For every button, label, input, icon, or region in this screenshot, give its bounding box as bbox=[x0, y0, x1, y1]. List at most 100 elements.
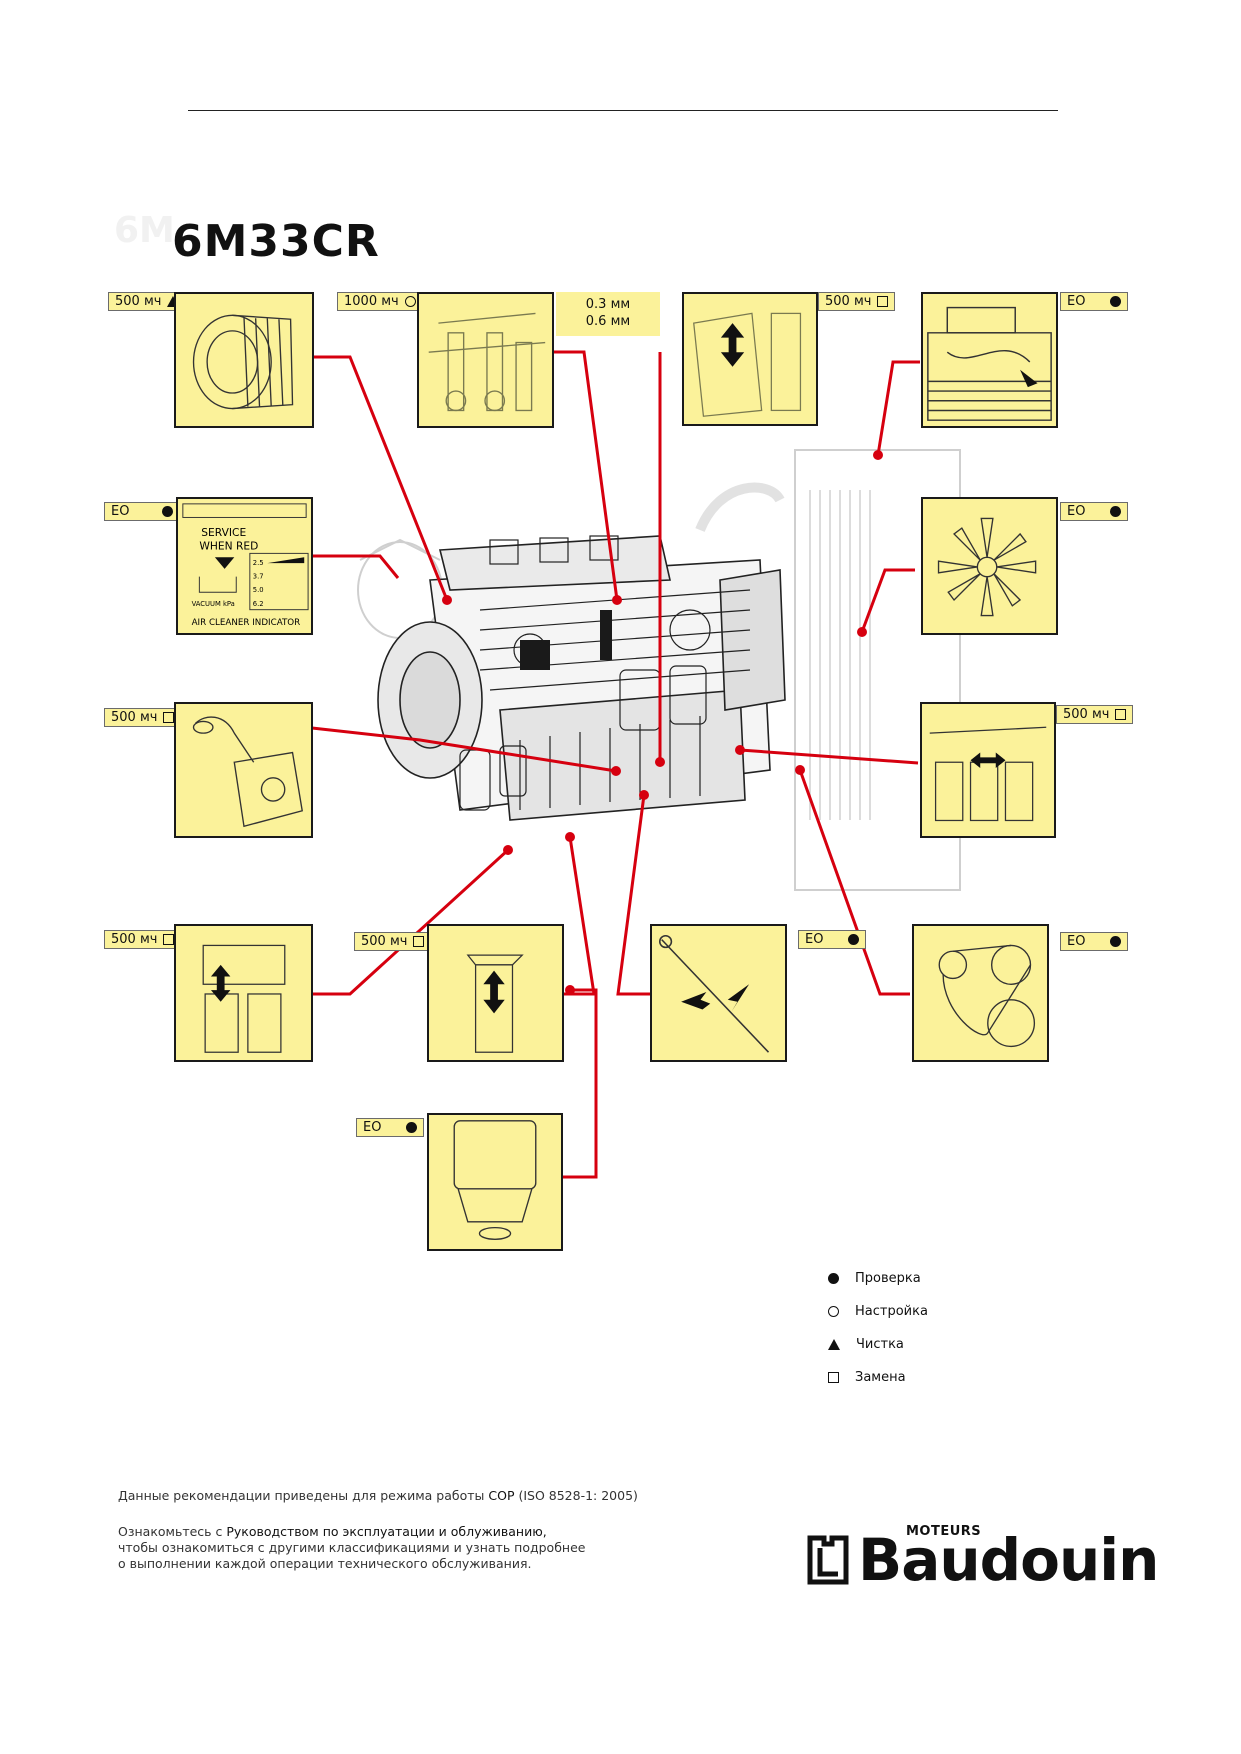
replace-icon bbox=[877, 296, 889, 307]
adjust-icon bbox=[828, 1306, 839, 1317]
interval-label: 500 мч bbox=[111, 932, 158, 947]
panel-valve-clearance bbox=[417, 292, 554, 428]
fan-illustration bbox=[937, 517, 1037, 617]
logo-brand: Baudouin bbox=[858, 1526, 1159, 1594]
tag-belt-tensioner: 500 мч bbox=[818, 292, 896, 311]
tag-fuel-filter: 500 мч bbox=[354, 932, 432, 951]
legend-item-check: Проверка bbox=[820, 1262, 928, 1295]
water-separator-illustration bbox=[453, 1120, 537, 1240]
indicator-service-text: SERVICE bbox=[201, 526, 246, 539]
adjust-icon bbox=[404, 296, 416, 307]
panel-coolant-level bbox=[921, 292, 1058, 428]
replace-icon bbox=[828, 1372, 839, 1383]
indicator-vacuum-text: VACUUM kPa bbox=[192, 600, 235, 608]
panel-drive-belt bbox=[912, 924, 1049, 1062]
breather-illustration bbox=[192, 716, 303, 828]
prefilter-illustration bbox=[202, 944, 286, 1053]
legend-label: Проверка bbox=[855, 1271, 921, 1286]
replace-icon bbox=[413, 936, 425, 947]
tag-fan: EO bbox=[1060, 502, 1128, 521]
tag-coolant-level: EO bbox=[1060, 292, 1128, 311]
scale-label: 2.5 bbox=[253, 559, 264, 567]
footer-cop: COP bbox=[488, 1488, 515, 1503]
check-icon bbox=[1110, 296, 1121, 307]
check-icon bbox=[1110, 506, 1121, 517]
interval-label: 500 мч bbox=[361, 934, 408, 949]
indicator-when-red-text: WHEN RED bbox=[199, 539, 258, 552]
scale-label: 6.2 bbox=[253, 600, 264, 608]
footer-text: (ISO 8528-1: 2005) bbox=[514, 1488, 638, 1503]
footer-operating-mode: Данные рекомендации приведены для режима… bbox=[118, 1488, 638, 1504]
panel-air-cleaner-indicator: SERVICE WHEN RED 2.5 3.7 5.0 6.2 VACUUM … bbox=[176, 497, 313, 635]
header-rule bbox=[188, 110, 1058, 111]
model-ghost-mark: 6M bbox=[114, 210, 175, 251]
tag-valve-clearance: 1000 мч bbox=[337, 292, 423, 311]
check-icon bbox=[1110, 936, 1121, 947]
air-filter-illustration bbox=[192, 314, 294, 410]
dipstick-illustration bbox=[658, 934, 770, 1053]
legend-label: Настройка bbox=[855, 1304, 928, 1319]
legend-label: Замена bbox=[855, 1370, 906, 1385]
panel-fuel-filter bbox=[427, 924, 564, 1062]
check-icon bbox=[848, 934, 859, 945]
panel-oil-dipstick bbox=[650, 924, 787, 1062]
interval-label: 500 мч bbox=[115, 294, 162, 309]
tag-water-separator: EO bbox=[356, 1118, 424, 1137]
interval-label: 500 мч bbox=[825, 294, 872, 309]
clean-icon bbox=[828, 1339, 840, 1350]
tag-fuel-prefilters: 500 мч bbox=[104, 930, 182, 949]
footer-text: чтобы ознакомиться с другими классификац… bbox=[118, 1540, 586, 1555]
legend-item-replace: Замена bbox=[820, 1361, 928, 1394]
legend: Проверка Настройка Чистка Замена bbox=[820, 1262, 928, 1394]
replace-icon bbox=[163, 712, 175, 723]
legend-item-clean: Чистка bbox=[820, 1328, 928, 1361]
valve-illustration bbox=[428, 312, 546, 412]
radiator-cap-illustration bbox=[927, 306, 1052, 421]
replace-icon bbox=[163, 934, 175, 945]
indicator-illustration: SERVICE WHEN RED 2.5 3.7 5.0 6.2 VACUUM … bbox=[182, 503, 309, 628]
interval-label: 1000 мч bbox=[344, 294, 399, 309]
interval-label: EO bbox=[111, 504, 130, 519]
footer-text: Ознакомьтесь с bbox=[118, 1524, 227, 1539]
tag-breather: 500 мч bbox=[104, 708, 182, 727]
panel-belt-tensioner bbox=[682, 292, 818, 426]
tag-oil-filters: 500 мч bbox=[1056, 705, 1134, 724]
scale-label: 5.0 bbox=[253, 586, 264, 594]
check-icon bbox=[406, 1122, 417, 1133]
clearance-intake: 0.3 мм bbox=[585, 297, 631, 312]
panel-air-filter bbox=[174, 292, 314, 428]
clean-icon bbox=[167, 296, 180, 307]
belt-illustration bbox=[938, 944, 1036, 1048]
panel-breather bbox=[174, 702, 313, 838]
panel-fuel-prefilters bbox=[174, 924, 313, 1062]
tag-air-filter: 500 мч bbox=[108, 292, 187, 311]
footer-manual-note: Ознакомьтесь с Руководством по эксплуата… bbox=[118, 1524, 585, 1572]
footer-text: о выполнении каждой операции техническог… bbox=[118, 1556, 532, 1571]
footer-text: Данные рекомендации приведены для режима… bbox=[118, 1488, 489, 1503]
panel-water-separator bbox=[427, 1113, 563, 1251]
model-title: 6M33CR bbox=[172, 216, 380, 267]
interval-label: EO bbox=[1067, 934, 1086, 949]
baudouin-logo-mark bbox=[807, 1535, 849, 1585]
footer-manual-link: Руководством по эксплуатации и облуживан… bbox=[226, 1524, 547, 1539]
tag-air-cleaner-indicator: EO bbox=[104, 502, 180, 521]
tag-drive-belt: EO bbox=[1060, 932, 1128, 951]
interval-label: EO bbox=[1067, 294, 1086, 309]
clearance-exhaust: 0.6 мм bbox=[585, 314, 631, 329]
check-icon bbox=[828, 1273, 839, 1284]
interval-label: EO bbox=[363, 1120, 382, 1135]
fuel-filter-illustration bbox=[466, 954, 524, 1053]
baudouin-logo: MOTEURS Baudouin bbox=[806, 1524, 1159, 1592]
check-icon bbox=[162, 506, 173, 517]
replace-icon bbox=[1115, 709, 1127, 720]
interval-label: EO bbox=[805, 932, 824, 947]
oil-filter-illustration bbox=[929, 726, 1047, 822]
panel-fan bbox=[921, 497, 1058, 635]
scale-label: 3.7 bbox=[253, 573, 264, 581]
panel-oil-filters bbox=[920, 702, 1056, 838]
tensioner-illustration bbox=[693, 312, 802, 417]
logo-moteurs: MOTEURS bbox=[906, 1524, 982, 1539]
interval-label: EO bbox=[1067, 504, 1086, 519]
interval-label: 500 мч bbox=[111, 710, 158, 725]
indicator-caption: AIR CLEANER INDICATOR bbox=[192, 618, 301, 628]
